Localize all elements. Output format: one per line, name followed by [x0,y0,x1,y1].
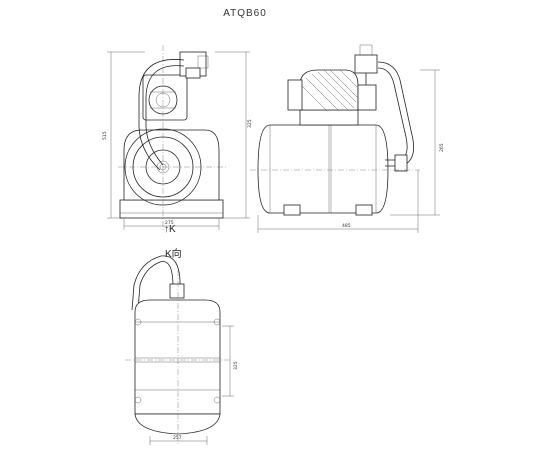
side-pump-head [357,84,377,111]
side-hose [377,61,415,167]
side-pressure-switch [354,54,378,74]
side-dim-length: 485 [342,223,351,229]
front-motor [142,74,188,121]
arrow-up-icon: ↑ [164,224,169,235]
top-hose-fitting [169,283,185,299]
top-hose [137,261,174,311]
drawing-title: ATQB60 [223,8,267,19]
front-dim-height: 515 [102,131,108,140]
front-view-label-text: K [169,224,176,235]
top-tank-bottom [134,413,221,435]
front-view-label: ↑K [164,224,176,235]
front-dim-width: 275 [165,220,174,226]
top-view: 325 257 [125,255,239,445]
front-pump-casing [123,129,220,201]
top-dim-base: 257 [173,435,182,441]
side-pump-mount [299,109,359,126]
side-dim-height: 265 [439,143,445,152]
side-tank [257,124,389,214]
side-view: 485 265 [250,44,445,233]
top-dim-inner: 325 [233,361,239,370]
top-view-label: K向 [165,249,182,260]
side-motor-fins [301,69,358,111]
side-motor [299,69,359,111]
side-foot-right [355,204,373,216]
front-view: 515 325 275 [102,45,253,232]
side-hose-fitting [394,154,408,172]
side-fan-cover [287,79,303,111]
front-hose [138,59,185,171]
side-foot-left [283,204,301,216]
front-base-plate [119,199,224,219]
front-dim-height-pump: 325 [247,119,253,128]
top-tank [134,299,221,415]
